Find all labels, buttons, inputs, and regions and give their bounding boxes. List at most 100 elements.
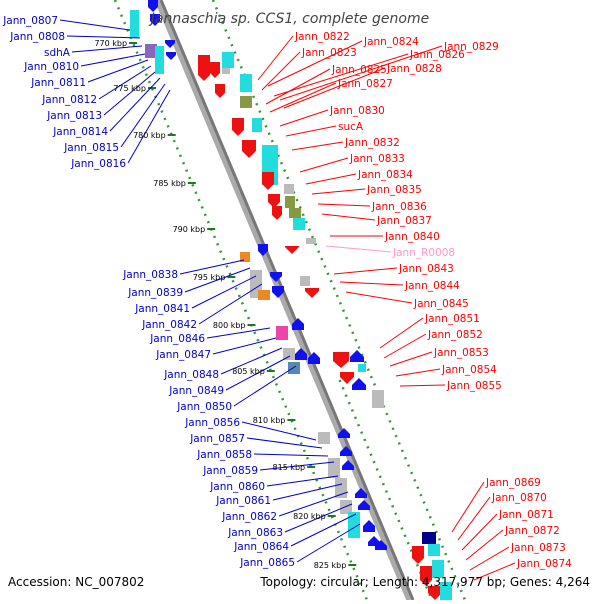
- kbp-tick-label: 810 kbp: [253, 416, 286, 425]
- gene-box: [318, 432, 330, 444]
- gene-box: [440, 582, 452, 600]
- right-label-connector: [339, 281, 404, 286]
- gene-box: [222, 68, 230, 74]
- left-label-connector: [127, 89, 171, 164]
- gene-arrow: [412, 546, 424, 564]
- left-gene-label: Jann_0861: [215, 495, 271, 507]
- gene-box: [155, 46, 164, 74]
- left-label-connector: [272, 483, 343, 501]
- gene-arrow: [268, 194, 280, 208]
- right-label-connector: [311, 188, 366, 195]
- left-gene-label: Jann_0865: [239, 557, 295, 569]
- left-gene-label: Jann_0859: [202, 465, 258, 477]
- gene-arrow: [215, 84, 225, 98]
- right-gene-label: Jann_0836: [371, 201, 427, 213]
- left-gene-label: Jann_0842: [141, 319, 197, 331]
- kbp-tick-label: 780 kbp: [133, 131, 166, 140]
- left-label-connector: [266, 475, 339, 487]
- right-label-connector: [473, 562, 516, 581]
- gene-arrow: [150, 14, 160, 26]
- gene-arrow: [338, 428, 350, 438]
- left-gene-label: Jann_0813: [46, 110, 102, 122]
- left-label-connector: [278, 491, 349, 517]
- left-gene-label: Jann_0841: [134, 303, 190, 315]
- right-gene-label: Jann_0874: [516, 558, 572, 570]
- accession-text: Accession: NC_007802: [8, 575, 144, 589]
- gene-arrow: [333, 352, 349, 368]
- gene-arrow: [350, 350, 364, 362]
- right-gene-label: Jann_0834: [357, 169, 413, 181]
- right-gene-label: Jann_0825: [331, 64, 387, 76]
- gene-box: [285, 196, 295, 208]
- right-gene-label: Jann_0828: [386, 63, 442, 75]
- right-gene-label: Jann_0854: [441, 364, 497, 376]
- right-gene-label: Jann_0826: [409, 49, 465, 61]
- right-label-connector: [383, 333, 427, 359]
- left-label-connector: [206, 327, 271, 339]
- right-label-connector: [465, 529, 504, 561]
- gene-box: [240, 252, 250, 262]
- kbp-tick-label: 795 kbp: [193, 273, 226, 282]
- right-label-connector: [279, 45, 443, 101]
- left-label-connector: [284, 503, 353, 533]
- gene-features-layer: [130, 0, 452, 600]
- right-gene-label: Jann_0823: [301, 47, 357, 59]
- left-gene-label: Jann_0863: [227, 527, 283, 539]
- right-label-connector: [269, 82, 337, 113]
- gene-box: [306, 238, 316, 244]
- gene-arrow: [232, 118, 244, 136]
- left-gene-label: Jann_0846: [149, 333, 205, 345]
- right-gene-label: Jann_0851: [424, 313, 480, 325]
- left-gene-label: Jann_0808: [9, 31, 65, 43]
- right-label-connector: [345, 291, 413, 304]
- right-label-connector: [325, 245, 392, 253]
- gene-arrow: [292, 318, 304, 330]
- kbp-tick-label: 785 kbp: [153, 179, 186, 188]
- right-gene-label: Jann_0873: [510, 542, 566, 554]
- gene-arrow: [368, 536, 380, 546]
- right-gene-label: Jann_R0008: [392, 247, 455, 259]
- left-label-connector: [290, 513, 357, 547]
- left-gene-label: Jann_0838: [122, 269, 178, 281]
- left-gene-label: Jann_0849: [168, 385, 224, 397]
- left-label-connector: [120, 83, 166, 148]
- gene-box: [432, 560, 444, 578]
- right-label-connector: [299, 157, 349, 173]
- left-gene-label: Jann_0811: [30, 77, 86, 89]
- left-gene-label: Jann_0857: [189, 433, 245, 445]
- left-gene-label: Jann_0810: [23, 61, 79, 73]
- left-gene-label: Jann_0862: [221, 511, 277, 523]
- right-gene-label: Jann_0832: [344, 137, 400, 149]
- gene-arrow: [166, 52, 176, 60]
- right-gene-label: Jann_0855: [446, 380, 502, 392]
- gene-arrow: [262, 172, 274, 190]
- gene-arrow: [272, 206, 282, 220]
- gene-arrow: [355, 488, 367, 498]
- left-gene-label: Jann_0860: [209, 481, 265, 493]
- gene-box: [258, 290, 270, 300]
- gene-box: [335, 478, 347, 498]
- genome-backbone: [154, 0, 414, 602]
- left-label-connector: [212, 337, 277, 355]
- left-gene-label: Jann_0848: [163, 369, 219, 381]
- gene-box: [283, 348, 295, 360]
- gene-arrow: [375, 540, 387, 550]
- kbp-tick-label: 825 kbp: [314, 561, 347, 570]
- gene-box: [252, 118, 262, 132]
- topology-text: Topology: circular; Length: 4,317,977 bp…: [259, 575, 590, 589]
- right-label-connector: [457, 496, 491, 541]
- gene-box: [130, 10, 139, 38]
- kbp-tick-label: 770 kbp: [94, 39, 127, 48]
- right-gene-label: Jann_0830: [329, 105, 385, 117]
- gene-arrow: [285, 246, 299, 254]
- right-gene-label: Jann_0853: [433, 347, 489, 359]
- left-label-connector: [233, 365, 297, 407]
- gene-box: [288, 362, 300, 374]
- gene-box: [348, 512, 360, 538]
- kbp-tick-label: 790 kbp: [173, 225, 206, 234]
- gene-arrow: [358, 500, 370, 510]
- right-label-connector: [395, 368, 441, 377]
- gene-box: [289, 208, 301, 218]
- left-label-connector: [296, 523, 361, 563]
